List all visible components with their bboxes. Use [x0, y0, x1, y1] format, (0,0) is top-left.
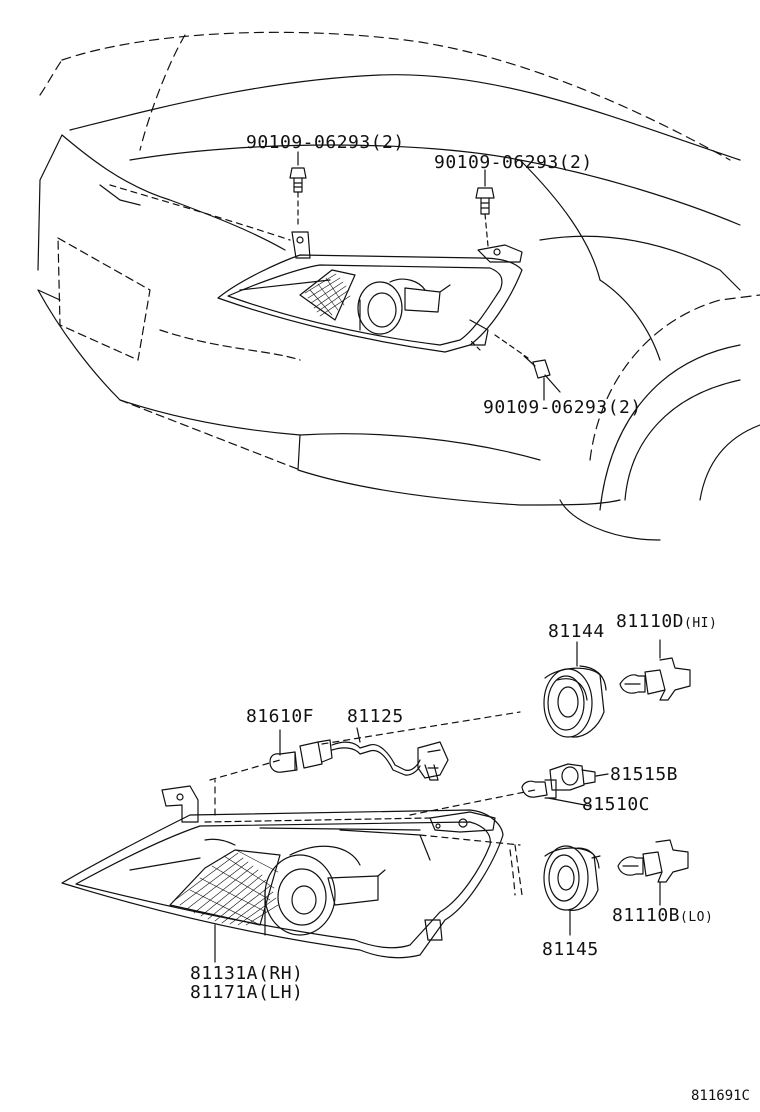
label-81145: 81145	[542, 939, 599, 960]
diagram-reference-number: 811691C	[690, 1088, 750, 1104]
label-81144: 81144	[548, 621, 605, 642]
label-81110B-note: (LO)	[680, 910, 714, 925]
cover-cap-81145-icon	[544, 846, 600, 910]
bulb-81610F-icon	[270, 752, 297, 772]
label-81125: 81125	[347, 706, 404, 727]
bolt-icon	[495, 335, 560, 392]
label-81110D-number: 81110D	[616, 611, 685, 632]
label-81110B-number: 81110B	[612, 905, 681, 926]
bolt-icon	[476, 188, 494, 246]
car-front-body	[38, 32, 760, 540]
socket-81515B-icon	[550, 764, 595, 790]
label-81110D-note: (HI)	[684, 616, 718, 631]
label-81110B: 81110B(LO)	[612, 906, 713, 928]
label-bolt-lower: 90109-06293(2)	[483, 397, 642, 418]
installed-headlamp	[218, 232, 522, 352]
headlamp-assembly	[62, 786, 503, 958]
label-81610F: 81610F	[246, 706, 315, 727]
cover-cap-81144-icon	[544, 666, 606, 737]
socket-wire-81125-icon	[300, 740, 448, 780]
bulb-81110B-icon	[618, 840, 688, 882]
label-81510C: 81510C	[582, 794, 651, 815]
label-bolt-top-right: 90109-06293(2)	[434, 152, 593, 173]
label-81515B: 81515B	[610, 764, 679, 785]
label-bolt-top-left: 90109-06293(2)	[246, 132, 405, 153]
label-81131A: 81131A(RH)	[190, 963, 304, 984]
bolt-icon	[290, 168, 306, 225]
label-81171A: 81171A(LH)	[190, 982, 304, 1003]
bulb-81110D-icon	[620, 658, 690, 700]
label-81110D: 81110D(HI)	[616, 612, 717, 634]
